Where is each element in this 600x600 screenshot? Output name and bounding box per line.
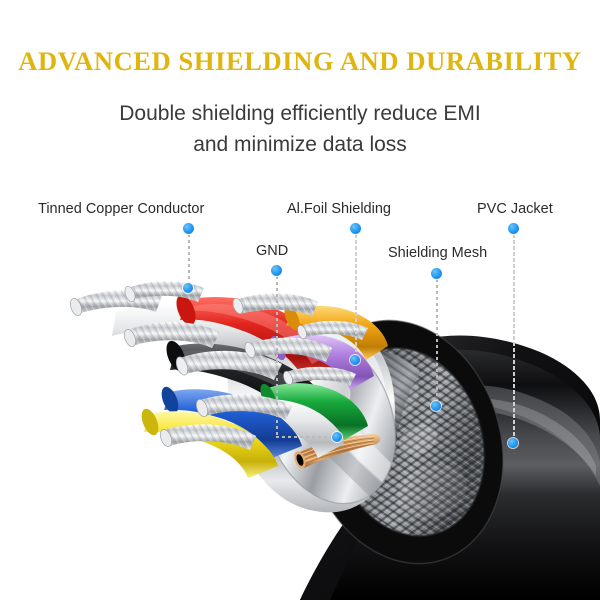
- callout-dot-al-foil-shielding-end: [350, 355, 360, 365]
- subtitle-line-2: and minimize data loss: [193, 133, 407, 156]
- wire-red: [176, 294, 338, 384]
- callout-label-tinned-copper-conductor: Tinned Copper Conductor: [38, 201, 205, 217]
- page-subtitle: Double shielding efficiently reduce EMI …: [0, 98, 600, 160]
- page-title: ADVANCED SHIELDING AND DURABILITY: [18, 46, 582, 76]
- callout-dot-gnd-start: [271, 265, 282, 276]
- callout-dot-shielding-mesh-start: [431, 268, 442, 279]
- callout-label-pvc-jacket: PVC Jacket: [477, 201, 553, 217]
- callout-dot-pvc-jacket-end: [508, 438, 518, 448]
- callout-label-shielding-mesh: Shielding Mesh: [388, 245, 488, 261]
- callout-dot-tinned-copper-conductor-start: [183, 223, 194, 234]
- inner-wire-bundle: [70, 281, 388, 478]
- callout-dot-al-foil-shielding-start: [350, 223, 361, 234]
- tinned-copper-conductors: [70, 281, 368, 450]
- callout-label-al-foil-shielding: Al.Foil Shielding: [287, 201, 391, 217]
- callout-dot-pvc-jacket-start: [508, 223, 519, 234]
- subtitle-line-1: Double shielding efficiently reduce EMI: [119, 102, 481, 125]
- callout-dot-shielding-mesh-end: [431, 401, 441, 411]
- callout-dot-tinned-copper-conductor-end: [183, 283, 193, 293]
- callout-label-gnd: GND: [256, 243, 289, 259]
- callout-dot-gnd-end: [332, 432, 342, 442]
